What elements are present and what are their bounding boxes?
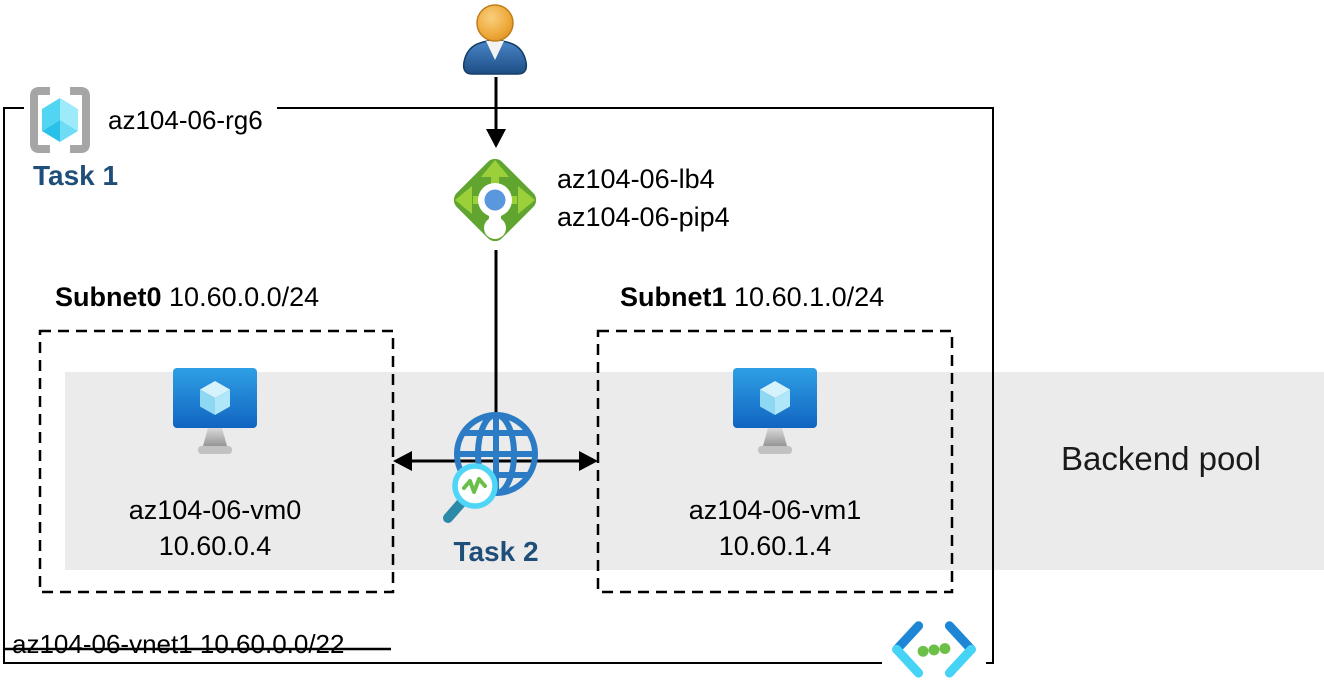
resource-group-name: az104-06-rg6: [108, 104, 263, 135]
subnet1-name: Subnet1: [620, 282, 727, 312]
vnet-label: az104-06-vnet1 10.60.0.0/22: [12, 629, 345, 659]
vm1-ip: 10.60.1.4: [718, 531, 832, 561]
resource-group-box: [3, 107, 994, 664]
network-watcher-icon: [436, 404, 554, 531]
load-balancer-name: az104-06-lb4: [557, 164, 715, 194]
vm0-name: az104-06-vm0: [128, 495, 302, 525]
user-icon: [456, 2, 534, 83]
vm0-labels: az104-06-vm0 10.60.0.4: [85, 492, 345, 564]
load-balancer-icon: [443, 148, 547, 257]
load-balancer-labels: az104-06-lb4 az104-06-pip4: [557, 160, 730, 236]
subnet1-cidr: 10.60.1.0/24: [734, 282, 885, 312]
subnet0-name: Subnet0: [55, 282, 162, 312]
virtual-network-icon: [882, 610, 986, 698]
vm1-labels: az104-06-vm1 10.60.1.4: [645, 492, 905, 564]
vm-icon: [725, 364, 825, 475]
subnet0-cidr: 10.60.0.0/24: [169, 282, 320, 312]
subnet0-label: Subnet0 10.60.0.0/24: [55, 282, 319, 313]
task1-label: Task 1: [33, 160, 119, 191]
resource-group-icon: [30, 87, 90, 153]
public-ip-name: az104-06-pip4: [557, 202, 730, 232]
vm0-ip: 10.60.0.4: [158, 531, 272, 561]
vm1-name: az104-06-vm1: [688, 495, 862, 525]
task2-label: Task 2: [453, 536, 539, 567]
backend-pool-label: Backend pool: [1061, 440, 1261, 477]
subnet1-label: Subnet1 10.60.1.0/24: [620, 282, 884, 313]
resource-group-badge: az104-06-rg6: [24, 82, 277, 158]
vm-icon: [165, 364, 265, 475]
